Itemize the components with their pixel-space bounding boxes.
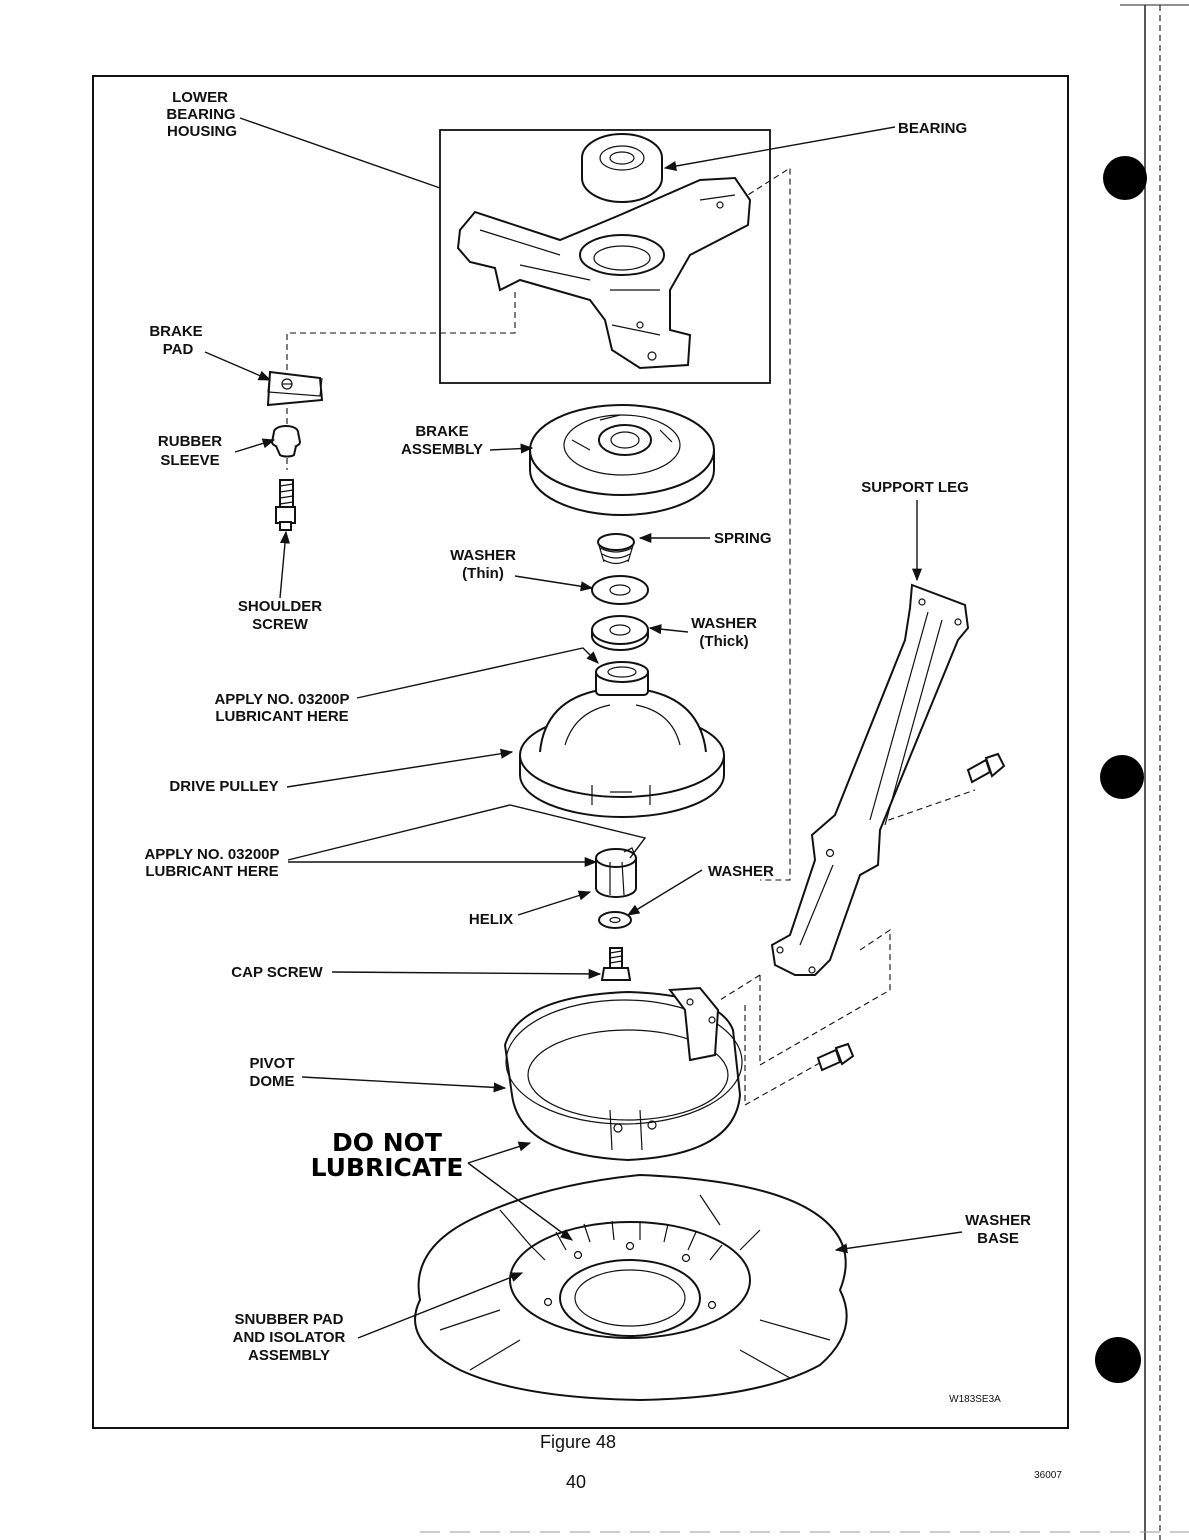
callout-pivot-dome: PIVOT DOME (249, 1055, 294, 1090)
drive-pulley-part (519, 661, 725, 818)
label-shoulder-screw-1: SHOULDER (238, 598, 322, 615)
label-lower-bearing-housing-3: HOUSING (167, 123, 237, 140)
washer-thin-part (591, 575, 649, 605)
support-leg-part (770, 583, 970, 976)
label-pivot-dome-2: DOME (250, 1073, 295, 1090)
leader-lines (204, 117, 963, 1339)
washer-small-part (598, 911, 632, 929)
housing-inset-box (439, 129, 771, 384)
label-pivot-dome-1: PIVOT (249, 1055, 294, 1072)
label-brake-pad-2: PAD (163, 341, 194, 358)
helix-part (595, 847, 637, 898)
brake-pad-part (266, 370, 324, 407)
label-drive-pulley: DRIVE PULLEY (169, 778, 278, 795)
page-edge-marks (420, 4, 1189, 1540)
brake-assembly-part (529, 404, 715, 516)
page-number: 40 (566, 1472, 586, 1492)
label-apply-lubricant-2-line1: APPLY NO. 03200P (144, 846, 279, 863)
label-washer-base-1: WASHER (965, 1212, 1031, 1229)
callout-washer-thick: WASHER (Thick) (691, 615, 757, 650)
callout-washer-thin: WASHER (Thin) (450, 547, 516, 582)
label-rubber-sleeve-1: RUBBER (158, 433, 222, 450)
callout-snubber-pad: SNUBBER PAD AND ISOLATOR ASSEMBLY (233, 1311, 346, 1364)
callout-brake-assembly: BRAKE ASSEMBLY (401, 423, 483, 458)
label-brake-assembly-1: BRAKE (415, 423, 468, 440)
callout-apply-lubricant-2: APPLY NO. 03200P LUBRICANT HERE (144, 846, 279, 880)
label-lower-bearing-housing-1: LOWER (172, 89, 228, 106)
label-washer-base-2: BASE (977, 1230, 1019, 1247)
rubber-sleeve-part (270, 425, 302, 458)
label-bearing: BEARING (898, 120, 967, 137)
shoulder-screw-part (275, 479, 296, 531)
spring-part (597, 533, 635, 565)
callout-apply-lubricant-1: APPLY NO. 03200P LUBRICANT HERE (214, 691, 349, 725)
label-brake-pad-1: BRAKE (149, 323, 202, 340)
label-washer-thin-2: (Thin) (462, 565, 504, 582)
label-spring: SPRING (714, 530, 772, 547)
label-support-leg: SUPPORT LEG (861, 479, 969, 496)
callout-brake-pad: BRAKE PAD (149, 323, 202, 358)
washer-base-part (414, 1173, 848, 1402)
binder-hole-marks (1095, 156, 1147, 1383)
label-washer: WASHER (708, 863, 774, 880)
label-apply-lubricant-1-line1: APPLY NO. 03200P (214, 691, 349, 708)
label-do-not-lubricate-1: DO NOT (332, 1128, 442, 1157)
callout-do-not-lubricate: DO NOT LUBRICATE (311, 1128, 464, 1182)
label-apply-lubricant-1-line2: LUBRICANT HERE (215, 708, 348, 725)
drawing-code: W183SE3A (949, 1394, 1001, 1405)
callout-washer-base: WASHER BASE (965, 1212, 1031, 1247)
label-washer-thick-1: WASHER (691, 615, 757, 632)
label-washer-thick-2: (Thick) (699, 633, 748, 650)
label-shoulder-screw-2: SCREW (252, 616, 309, 633)
label-snubber-pad-1: SNUBBER PAD (235, 1311, 344, 1328)
bearing-part (581, 133, 663, 203)
label-rubber-sleeve-2: SLEEVE (160, 452, 219, 469)
label-snubber-pad-2: AND ISOLATOR (233, 1329, 346, 1346)
callout-shoulder-screw: SHOULDER SCREW (238, 598, 322, 633)
label-lower-bearing-housing-2: BEARING (166, 106, 235, 123)
doc-code: 36007 (1034, 1470, 1062, 1481)
label-cap-screw: CAP SCREW (231, 964, 323, 981)
figure-frame (92, 75, 1069, 1429)
washer-thick-part (591, 615, 649, 651)
cap-screw-part (600, 947, 632, 981)
assembly-dashed-lines (286, 166, 976, 1106)
pivot-dome-part (503, 986, 743, 1162)
bolt-lower-part (816, 1042, 855, 1072)
label-brake-assembly-2: ASSEMBLY (401, 441, 483, 458)
label-do-not-lubricate-2: LUBRICATE (311, 1153, 464, 1182)
callout-lower-bearing-housing: LOWER BEARING HOUSING (166, 89, 237, 140)
label-snubber-pad-3: ASSEMBLY (248, 1347, 330, 1364)
bolt-upper-part (966, 752, 1006, 784)
lower-bearing-housing-part (456, 176, 752, 370)
label-washer-thin-1: WASHER (450, 547, 516, 564)
callout-rubber-sleeve: RUBBER SLEEVE (158, 433, 222, 469)
label-helix: HELIX (469, 911, 513, 928)
label-apply-lubricant-2-line2: LUBRICANT HERE (145, 863, 278, 880)
figure-caption: Figure 48 (540, 1432, 616, 1452)
